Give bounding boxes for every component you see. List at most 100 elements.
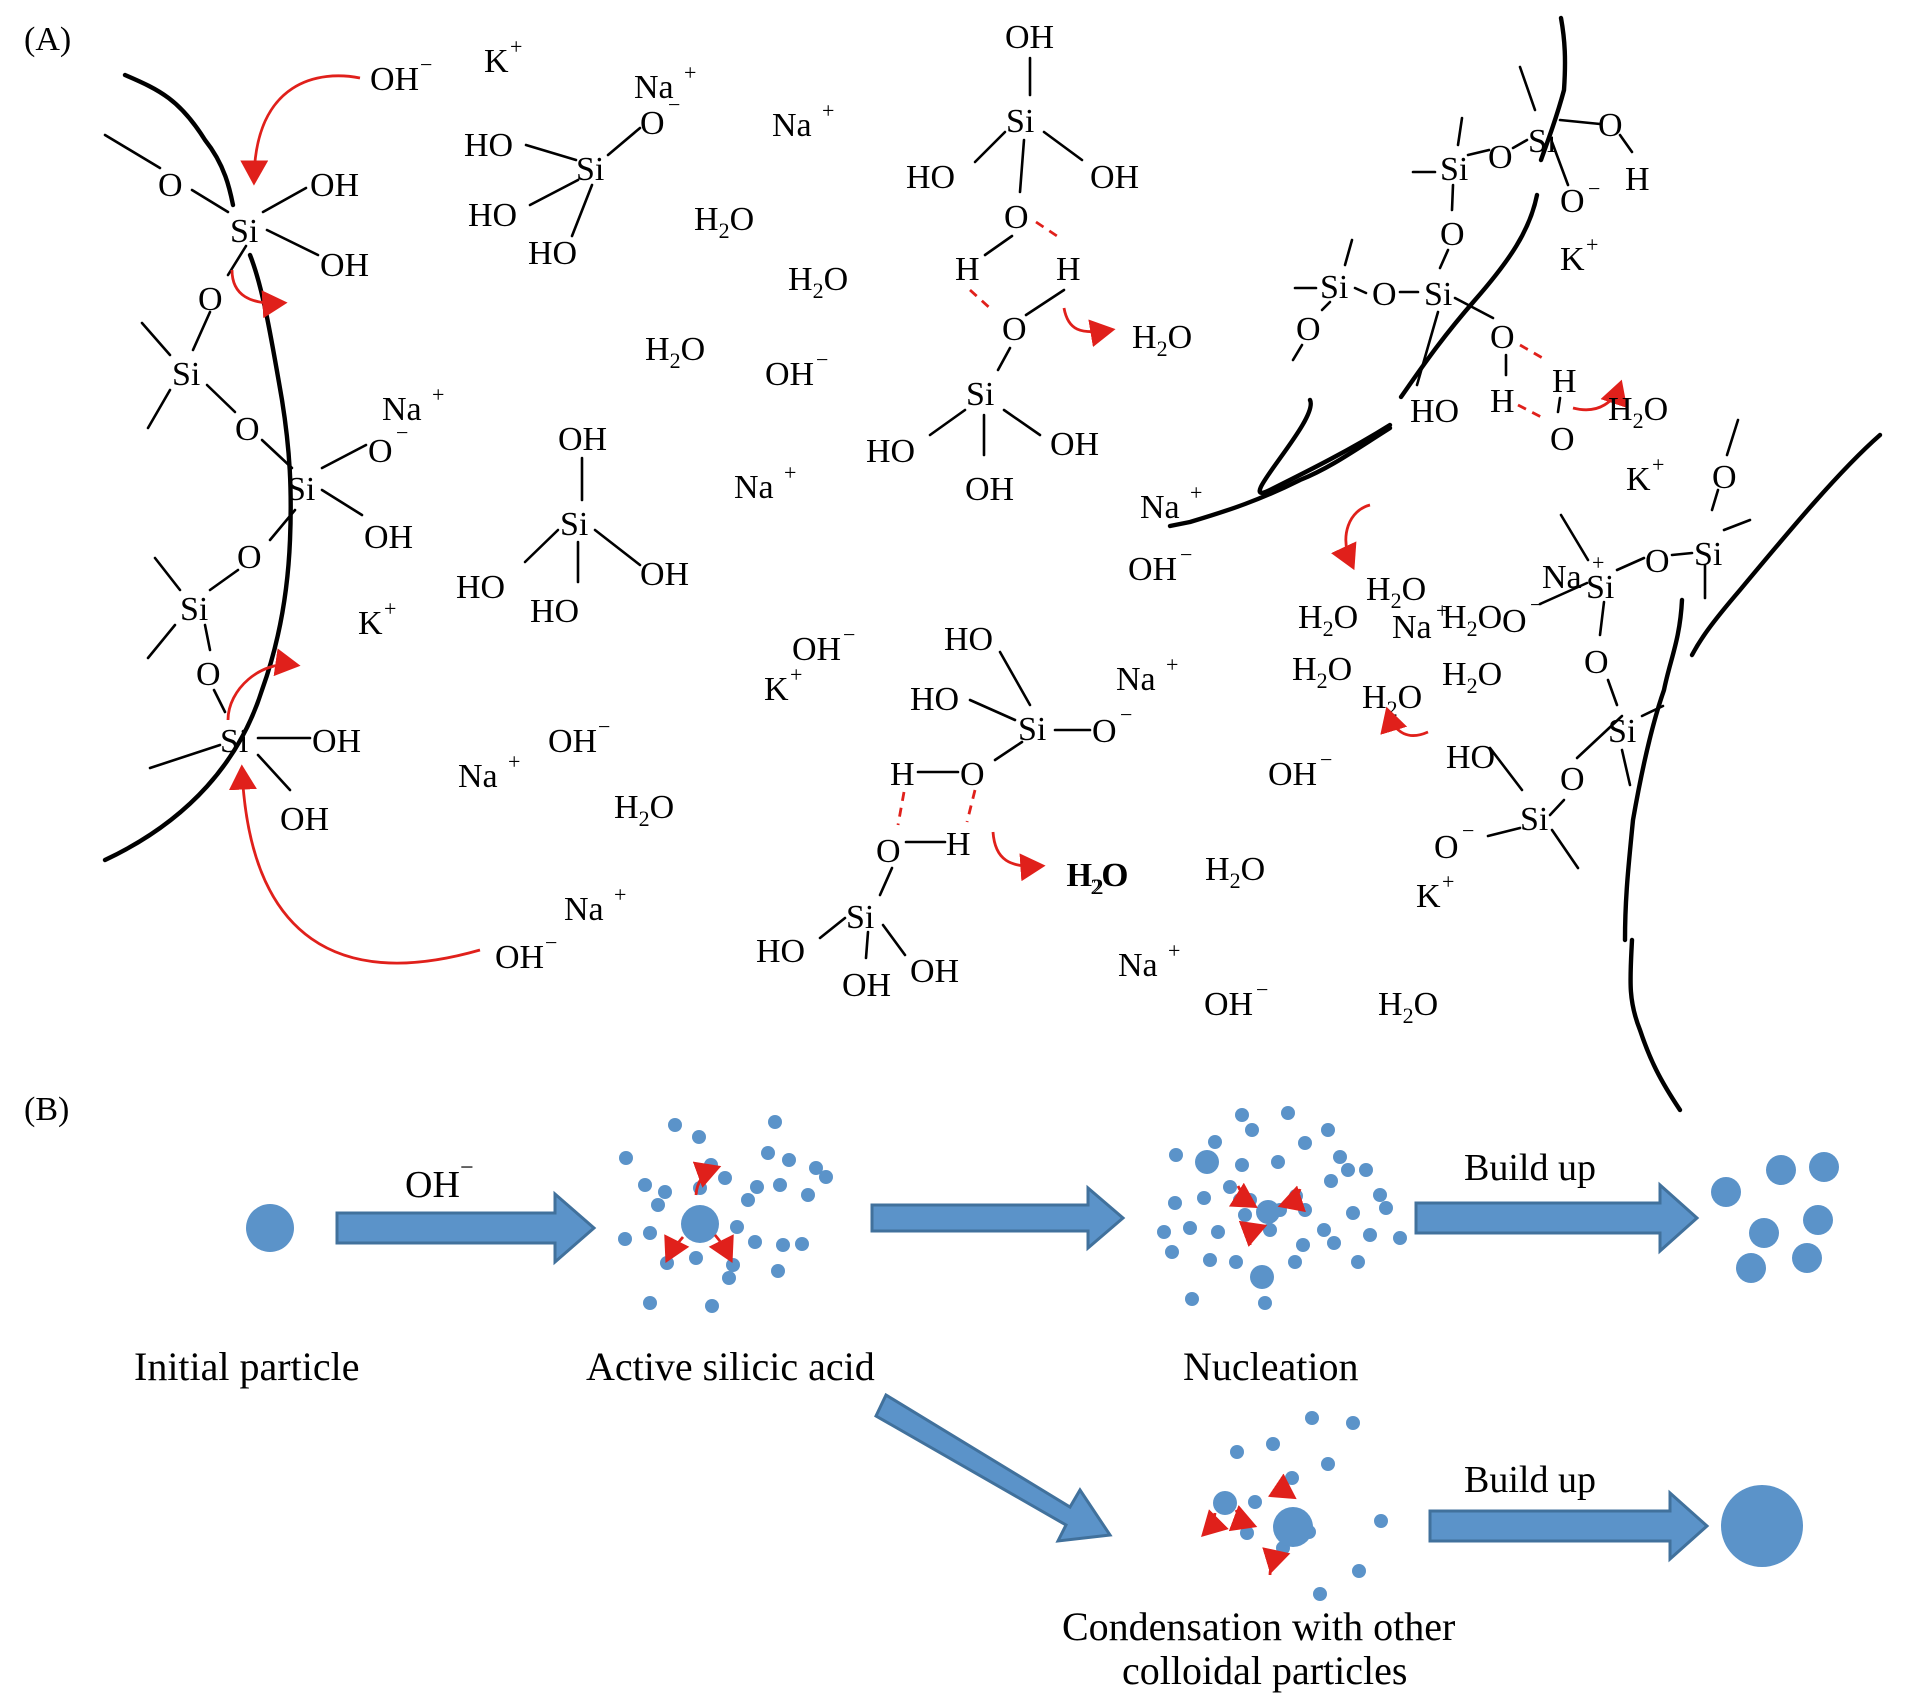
svg-text:HO: HO <box>456 569 505 606</box>
silica-particle <box>1736 1253 1766 1283</box>
svg-text:Na: Na <box>772 107 812 144</box>
stage-label-condensation-line2: colloidal particles <box>1122 1648 1407 1693</box>
silica-particle <box>1273 1507 1313 1547</box>
silica-particle <box>1248 1495 1262 1509</box>
bond-break-arrow-bottom <box>226 648 301 721</box>
svg-text:K: K <box>764 671 789 708</box>
svg-text:O: O <box>1488 139 1513 176</box>
svg-text:OH: OH <box>1090 159 1139 196</box>
silica-particle <box>1327 1236 1341 1250</box>
surface-si-3: Si O − Na + OH O <box>208 382 444 592</box>
build-up-label-top: Build up <box>1464 1147 1596 1189</box>
svg-text:O: O <box>237 539 262 576</box>
svg-text:O: O <box>1712 459 1737 496</box>
svg-text:OH: OH <box>1128 551 1177 588</box>
svg-text:+: + <box>432 382 444 407</box>
svg-text:Si: Si <box>966 376 994 413</box>
silica-particle <box>638 1178 652 1192</box>
svg-text:Na: Na <box>734 469 774 506</box>
svg-text:Na: Na <box>1140 489 1180 526</box>
nucleation-cluster <box>1157 1106 1407 1310</box>
silica-particle <box>1271 1155 1285 1169</box>
svg-text:Si: Si <box>1320 269 1348 306</box>
silica-particle <box>771 1264 785 1278</box>
svg-text:Si: Si <box>1006 103 1034 140</box>
svg-text:OH: OH <box>310 167 359 204</box>
stage-label-initial: Initial particle <box>134 1344 359 1389</box>
migration-arrow <box>1267 1473 1297 1500</box>
silica-particle <box>1235 1108 1249 1122</box>
svg-text:H2O: H2O <box>1362 679 1422 721</box>
svg-text:OH: OH <box>1005 19 1054 56</box>
svg-text:−: − <box>843 622 855 647</box>
svg-text:OH: OH <box>910 953 959 990</box>
silica-particle <box>681 1205 719 1243</box>
hydroxide-ion: OH − <box>495 930 557 976</box>
migration-arrow <box>1201 1509 1229 1537</box>
svg-text:Na: Na <box>1542 559 1582 596</box>
process-arrow-to-condensation <box>874 1392 1113 1543</box>
svg-text:O: O <box>1372 276 1397 313</box>
water-molecule: H2O <box>788 261 848 303</box>
condensing-silicic-acid-pair-top: OH Si HO OH O H H O Si HO OH OH H2O <box>866 19 1192 508</box>
silica-particle <box>1208 1135 1222 1149</box>
silica-particle <box>1296 1238 1310 1252</box>
svg-text:Si: Si <box>576 151 604 188</box>
sodium-ion: Na+ <box>458 749 520 795</box>
svg-text:+: + <box>1168 938 1180 963</box>
svg-text:+: + <box>822 98 834 123</box>
svg-text:H2O: H2O <box>1442 599 1502 641</box>
svg-text:OH: OH <box>792 631 841 668</box>
svg-text:+: + <box>1190 480 1202 505</box>
silica-particle <box>1195 1150 1219 1174</box>
svg-text:HO: HO <box>528 235 577 272</box>
stage-label-condensation-line1: Condensation with other <box>1062 1604 1455 1649</box>
silica-particle <box>1229 1255 1243 1269</box>
silica-particle <box>768 1115 782 1129</box>
svg-text:H2O: H2O <box>1205 851 1265 893</box>
svg-text:−: − <box>1256 977 1268 1002</box>
silica-particle <box>1766 1155 1796 1185</box>
migration-arrow <box>1262 1547 1291 1576</box>
svg-text:H2O: H2O <box>614 789 674 831</box>
process-arrow-to-nucleation <box>870 1184 1126 1252</box>
svg-text:+: + <box>1592 550 1604 575</box>
silica-particle <box>660 1256 674 1270</box>
svg-text:H: H <box>955 251 980 288</box>
silica-particle <box>618 1232 632 1246</box>
svg-text:OH: OH <box>1204 986 1253 1023</box>
svg-text:HO: HO <box>906 159 955 196</box>
svg-text:H2O: H2O <box>694 201 754 243</box>
silica-surface-right-curve <box>1167 425 1393 529</box>
svg-text:+: + <box>790 662 802 687</box>
panel-a-silica-dissolution: (A) O Si OH OH O Si O <box>24 15 1883 1113</box>
silica-particle <box>1393 1231 1407 1245</box>
sodium-ion: Na+ <box>1116 652 1178 698</box>
silica-particle <box>1168 1196 1182 1210</box>
svg-text:OH: OH <box>312 723 361 760</box>
silica-particle <box>795 1237 809 1251</box>
svg-text:OH: OH <box>370 61 419 98</box>
svg-text:O: O <box>876 833 901 870</box>
process-arrow-build-up-bottom <box>1428 1489 1710 1563</box>
svg-text:O: O <box>640 105 665 142</box>
svg-text:K: K <box>1416 878 1441 915</box>
silica-particle <box>1203 1253 1217 1267</box>
silica-particle <box>1263 1223 1277 1237</box>
svg-text:H2O: H2O <box>1132 319 1192 361</box>
svg-text:O: O <box>1440 216 1465 253</box>
silica-particle <box>1373 1188 1387 1202</box>
svg-text:K: K <box>1626 461 1651 498</box>
silica-particle <box>1266 1437 1280 1451</box>
silica-particle <box>1223 1180 1237 1194</box>
silica-particle <box>1711 1177 1741 1207</box>
silica-particle <box>692 1130 706 1144</box>
migration-arrow <box>664 1234 690 1264</box>
sodium-ion: Na + <box>1140 480 1202 526</box>
svg-text:H2O: H2O <box>1298 599 1358 641</box>
svg-text:OH: OH <box>842 967 891 1004</box>
silica-particle <box>1288 1255 1302 1269</box>
svg-text:HO: HO <box>910 681 959 718</box>
silica-particle <box>1185 1292 1199 1306</box>
svg-text:K: K <box>1560 241 1585 278</box>
